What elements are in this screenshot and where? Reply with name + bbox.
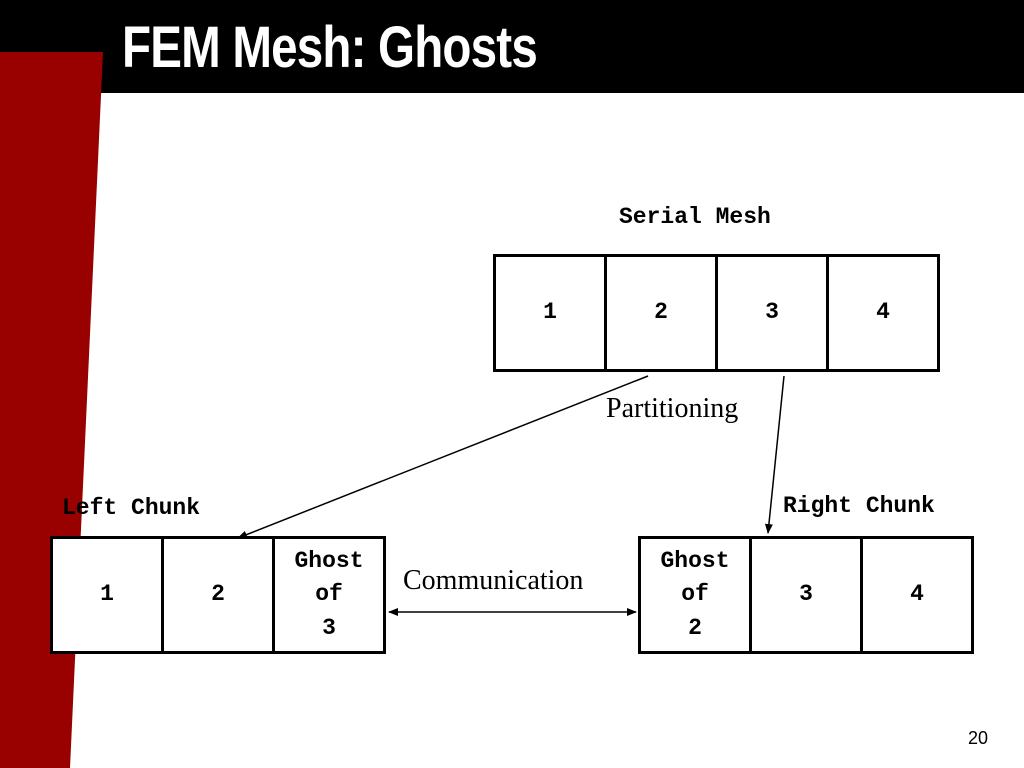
right-cell-4: 4 xyxy=(910,581,924,608)
left-chunk: 1 2 Ghost of 3 xyxy=(50,536,386,654)
right-cell-3: 3 xyxy=(752,539,863,651)
right-chunk: Ghost of 2 3 4 xyxy=(638,536,974,654)
left-ghost-cell: Ghost of 3 xyxy=(294,547,364,641)
partition-arrow-left xyxy=(237,375,649,539)
slide-title: FEM Mesh: Ghosts xyxy=(122,15,538,80)
serial-cell-4: 4 xyxy=(876,299,890,326)
right-ghost-cell: Ghost of 2 xyxy=(641,539,752,651)
left-cell-1: 1 xyxy=(53,539,164,651)
serial-cell-3: 3 xyxy=(718,257,829,369)
serial-cell-1: 1 xyxy=(496,257,607,369)
partition-arrow-right xyxy=(764,375,785,534)
left-chunk-label: Left Chunk xyxy=(62,495,201,521)
title-bar xyxy=(0,0,1024,93)
right-chunk-label: Right Chunk xyxy=(783,493,935,519)
communication-label: Communication xyxy=(403,565,584,596)
partitioning-label: Partitioning xyxy=(606,393,739,424)
page-number: 20 xyxy=(967,728,988,748)
serial-mesh: 1 2 3 4 xyxy=(493,254,940,372)
left-cell-2: 2 xyxy=(164,539,275,651)
serial-cell-2: 2 xyxy=(607,257,718,369)
serial-mesh-label: Serial Mesh xyxy=(619,204,771,230)
